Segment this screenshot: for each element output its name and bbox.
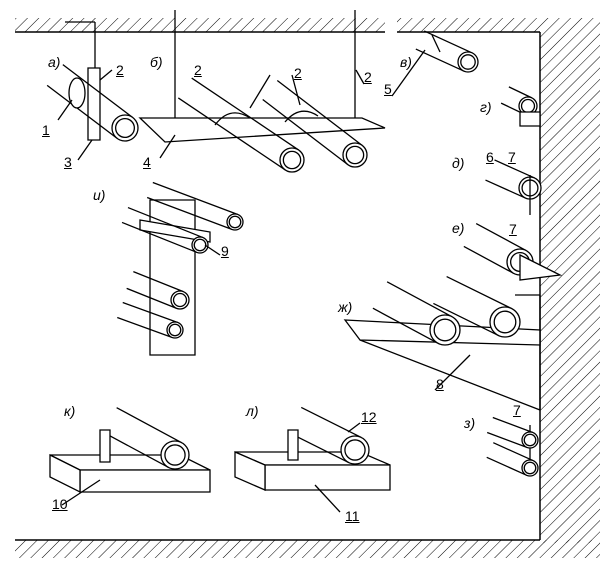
platform-b xyxy=(138,117,386,143)
pipe-k xyxy=(103,407,182,468)
hook-v xyxy=(431,34,441,53)
pipe-i2 xyxy=(121,206,204,254)
bracket-g xyxy=(519,111,541,127)
pipe-bore xyxy=(344,439,366,461)
pipe-zh2 xyxy=(433,275,512,337)
callout-clamps-b: 2 xyxy=(294,65,302,81)
leader-line xyxy=(77,139,93,161)
callout-rod-b-left: 2 xyxy=(194,62,202,78)
callout-bracket-a: 3 xyxy=(64,154,72,170)
leader-line xyxy=(99,69,113,81)
floor xyxy=(15,539,600,558)
pipe-a xyxy=(46,64,134,139)
pipe-bore xyxy=(168,323,182,337)
pipe-bore xyxy=(493,310,517,334)
leader-line xyxy=(347,422,361,433)
leader-line xyxy=(204,244,221,256)
pipe-bore xyxy=(523,433,537,447)
label-variant-e: е) xyxy=(452,220,465,236)
leader-line xyxy=(291,74,301,106)
leader-line xyxy=(314,484,341,513)
label-variant-g: г) xyxy=(480,99,492,115)
callout-bracket-d: 7 xyxy=(508,149,516,165)
callout-support-l: 12 xyxy=(361,409,377,425)
pipe-bore xyxy=(523,461,537,475)
callout-hanger-a: 2 xyxy=(116,62,124,78)
pipe-zh1 xyxy=(372,281,453,344)
pipe-bore xyxy=(345,145,365,165)
label-variant-v: в) xyxy=(400,54,412,70)
pipe-bore xyxy=(114,117,136,139)
pipe-bore xyxy=(433,318,457,342)
support-l xyxy=(287,429,299,461)
pipe-bore xyxy=(193,238,207,252)
callout-bracket-z: 7 xyxy=(513,402,521,418)
label-variant-zh: ж) xyxy=(338,299,353,315)
callout-crossbar-i: 9 xyxy=(221,243,229,259)
leader-line xyxy=(249,74,271,109)
pipe-v xyxy=(415,30,473,72)
pipe-bore xyxy=(520,98,536,114)
base-k-side xyxy=(49,453,81,494)
leader-line xyxy=(391,49,426,97)
bracket-a xyxy=(87,67,101,141)
callout-pipe-d: 6 xyxy=(486,149,494,165)
pipe-l xyxy=(288,406,362,464)
pipe-d xyxy=(485,159,535,199)
callout-clamp-a: 1 xyxy=(42,122,50,138)
ceiling-right xyxy=(397,18,540,33)
label-variant-b: б) xyxy=(150,54,163,70)
pipe-z1 xyxy=(486,416,534,449)
support-k xyxy=(99,429,111,463)
leader-line xyxy=(61,479,101,506)
pipe-bore xyxy=(282,150,302,170)
base-l-front xyxy=(264,464,391,491)
label-variant-l: л) xyxy=(246,403,259,419)
callout-base-k: 10 xyxy=(52,496,68,512)
ceiling-left xyxy=(15,18,385,33)
pipe-i3 xyxy=(126,271,184,309)
callout-base-l: 11 xyxy=(345,508,360,524)
leader-line xyxy=(434,354,471,391)
pipe-bore xyxy=(172,292,188,308)
clamp-a xyxy=(68,77,86,109)
pipe-z2 xyxy=(486,442,534,476)
crossbar-i xyxy=(139,219,211,243)
label-variant-k: к) xyxy=(64,403,76,419)
callout-console-zh: 8 xyxy=(436,376,444,392)
pipe-i1 xyxy=(146,181,239,231)
base-l-side xyxy=(234,451,266,491)
callout-rod-b-right: 2 xyxy=(364,69,372,85)
clamp-b1 xyxy=(214,112,251,126)
pipe-bore xyxy=(164,444,186,466)
wall-right xyxy=(539,18,600,543)
pipe-bore xyxy=(228,215,242,229)
label-variant-a: а) xyxy=(48,54,61,70)
label-variant-d: д) xyxy=(452,155,465,171)
pipe-e xyxy=(463,222,527,275)
pipe-b1 xyxy=(177,77,300,171)
label-variant-z: з) xyxy=(464,415,476,431)
leader-line xyxy=(355,69,365,85)
pipe-i4 xyxy=(117,301,178,339)
leader-line xyxy=(57,99,73,121)
callout-platform-b: 4 xyxy=(143,154,151,170)
label-variant-i: и) xyxy=(93,187,106,203)
pipe-b2 xyxy=(262,79,363,166)
callout-hook-v: 5 xyxy=(384,81,392,97)
callout-bracket-e: 7 xyxy=(509,221,517,237)
leader-line xyxy=(159,134,176,159)
bracket-e xyxy=(519,253,563,281)
clamp-b2 xyxy=(284,110,319,123)
pipe-bore xyxy=(460,54,476,70)
